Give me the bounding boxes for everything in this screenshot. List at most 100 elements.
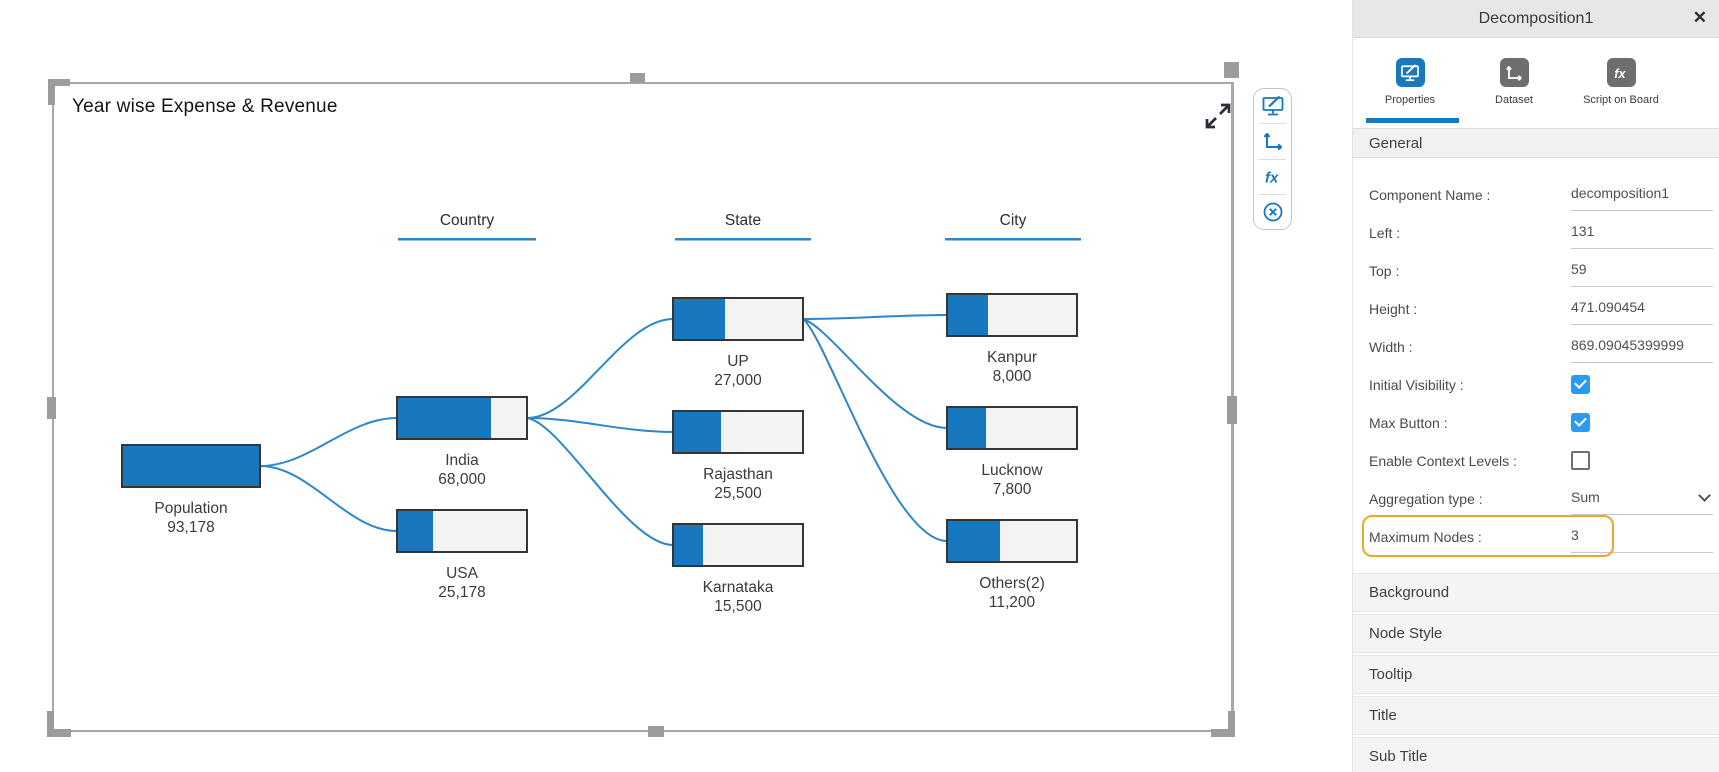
section-header-sub-title[interactable]: Sub Title — [1353, 737, 1719, 772]
resize-handle-top-right[interactable] — [1224, 62, 1239, 78]
edge-population-usa — [259, 465, 398, 532]
properties-tab-icon-box — [1395, 58, 1425, 87]
tab-dataset[interactable]: Dataset — [1469, 58, 1559, 106]
svg-text:68,000: 68,000 — [438, 471, 486, 488]
general-fields: Component Name : decomposition1 Left : 1… — [1353, 158, 1719, 557]
field-label: Initial Visibility : — [1369, 377, 1464, 393]
field-enable-context-levels: Enable Context Levels : — [1353, 442, 1719, 480]
resize-handle-top-left-v[interactable] — [48, 79, 55, 105]
svg-text:25,178: 25,178 — [438, 584, 485, 601]
chart-properties-button[interactable] — [1254, 89, 1291, 123]
svg-text:7,800: 7,800 — [993, 481, 1032, 498]
section-header-general[interactable]: General — [1353, 128, 1719, 158]
maximum-nodes-input[interactable]: 3 — [1571, 518, 1713, 553]
field-label: Width : — [1369, 339, 1413, 355]
svg-text:India: India — [445, 452, 479, 469]
accordion-sections: Background Node Style Tooltip Title Sub … — [1353, 573, 1719, 772]
width-input[interactable]: 869.09045399999 — [1571, 328, 1713, 363]
section-header-tooltip[interactable]: Tooltip — [1353, 655, 1719, 694]
edge-up-lucknow — [802, 318, 948, 429]
close-icon[interactable]: ✕ — [1692, 8, 1707, 27]
node-rajasthan[interactable]: Rajasthan 25,500 — [672, 410, 804, 502]
svg-text:27,000: 27,000 — [714, 372, 762, 389]
chart-title: Year wise Expense & Revenue — [72, 96, 338, 117]
edge-up-kanpur — [802, 314, 948, 320]
toolbar-divider — [1259, 123, 1286, 125]
enable-context-levels-checkbox[interactable] — [1571, 451, 1590, 470]
tab-script-on-board[interactable]: fx Script on Board — [1556, 58, 1686, 106]
node-usa[interactable]: USA 25,178 — [396, 509, 528, 601]
svg-text:11,200: 11,200 — [989, 594, 1036, 611]
field-top: Top : 59 — [1353, 252, 1719, 290]
edge-population-india — [259, 417, 398, 467]
field-max-button: Max Button : — [1353, 404, 1719, 442]
section-header-background[interactable]: Background — [1353, 573, 1719, 612]
svg-text:Country: Country — [440, 212, 495, 229]
svg-text:Karnataka: Karnataka — [703, 579, 774, 596]
toolbar-divider — [1259, 158, 1286, 160]
height-input[interactable]: 471.090454 — [1571, 290, 1713, 325]
resize-handle-bottom-left[interactable] — [47, 729, 71, 737]
node-up[interactable]: UP 27,000 — [672, 297, 804, 389]
field-aggregation-type: Aggregation type : Sum — [1353, 480, 1719, 518]
node-karnataka[interactable]: Karnataka 15,500 — [672, 523, 804, 615]
active-tab-indicator — [1366, 118, 1459, 123]
panel-title: Decomposition1 — [1478, 9, 1594, 27]
axis-icon — [1263, 133, 1282, 151]
script-button[interactable]: fx — [1254, 160, 1291, 194]
resize-handle-top-mid[interactable] — [630, 73, 645, 83]
svg-text:Kanpur: Kanpur — [987, 349, 1037, 366]
component-toolbar: fx — [1253, 88, 1292, 230]
fx-icon: fx — [1614, 67, 1626, 81]
remove-component-button[interactable] — [1254, 195, 1291, 229]
resize-handle-top-left[interactable] — [48, 79, 70, 86]
level-header-country: Country — [398, 212, 536, 241]
dataset-button[interactable] — [1254, 124, 1291, 158]
decomposition-tree-chart[interactable]: Country State City Population 93, — [52, 83, 1233, 731]
field-label: Left : — [1369, 225, 1401, 241]
node-india[interactable]: India 68,000 — [396, 396, 528, 488]
panel-header: Decomposition1 ✕ — [1353, 0, 1719, 38]
section-header-title[interactable]: Title — [1353, 696, 1719, 735]
svg-text:City: City — [1000, 212, 1027, 229]
component-name-input[interactable]: decomposition1 — [1571, 176, 1713, 211]
tab-properties-label: Properties — [1384, 94, 1436, 106]
svg-text:25,500: 25,500 — [714, 485, 762, 502]
node-lucknow[interactable]: Lucknow 7,800 — [946, 406, 1078, 498]
maximize-icon[interactable] — [1200, 98, 1236, 134]
aggregation-type-select[interactable]: Sum — [1571, 480, 1713, 515]
toolbar-divider — [1259, 193, 1286, 195]
node-others[interactable]: Others(2) 11,200 — [946, 519, 1078, 611]
node-kanpur[interactable]: Kanpur 8,000 — [946, 293, 1078, 385]
tab-script-label: Script on Board — [1583, 94, 1659, 106]
field-label: Height : — [1369, 301, 1418, 317]
resize-handle-mid-right[interactable] — [1227, 396, 1237, 424]
edge-india-rajasthan — [526, 417, 674, 433]
fx-icon: fx — [1265, 169, 1279, 186]
close-circle-icon — [1263, 202, 1282, 222]
top-input[interactable]: 59 — [1571, 252, 1713, 287]
left-input[interactable]: 131 — [1571, 214, 1713, 249]
resize-handle-mid-left[interactable] — [47, 397, 56, 419]
initial-visibility-checkbox[interactable] — [1571, 375, 1590, 394]
field-label: Maximum Nodes : — [1369, 529, 1482, 545]
svg-text:15,500: 15,500 — [714, 598, 762, 615]
section-header-node-style[interactable]: Node Style — [1353, 614, 1719, 653]
field-component-name: Component Name : decomposition1 — [1353, 176, 1719, 214]
node-population[interactable]: Population 93,178 — [121, 444, 261, 536]
svg-text:State: State — [725, 212, 761, 229]
level-header-state: State — [675, 212, 811, 241]
resize-handle-bottom-right[interactable] — [1211, 729, 1235, 737]
tree-edges — [259, 314, 948, 546]
resize-handle-bottom-right-v[interactable] — [1228, 711, 1235, 737]
svg-text:fx: fx — [1265, 169, 1279, 186]
resize-handle-bottom-left-v[interactable] — [47, 711, 54, 737]
svg-text:USA: USA — [446, 565, 479, 582]
field-width: Width : 869.09045399999 — [1353, 328, 1719, 366]
monitor-edit-icon — [1401, 63, 1419, 81]
resize-handle-bottom-mid[interactable] — [648, 726, 664, 737]
tab-properties[interactable]: Properties — [1365, 58, 1455, 106]
svg-text:fx: fx — [1614, 67, 1626, 81]
field-label: Max Button : — [1369, 415, 1448, 431]
max-button-checkbox[interactable] — [1571, 413, 1590, 432]
